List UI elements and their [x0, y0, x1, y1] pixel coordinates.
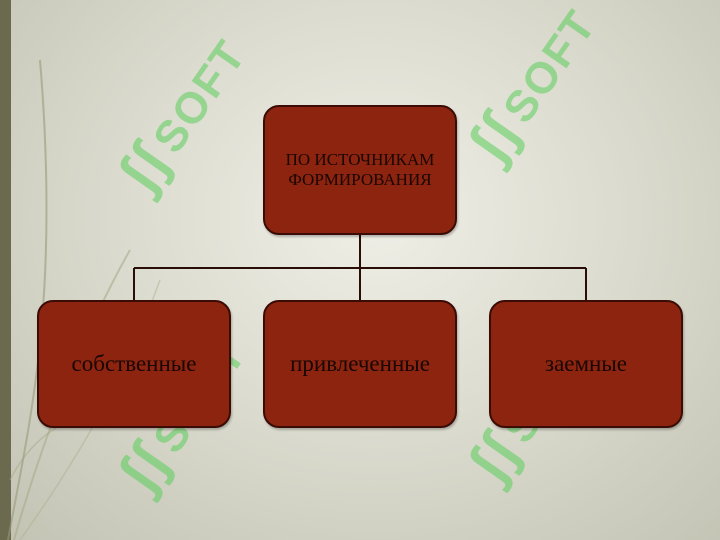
child-node-borrowed: заемные — [489, 300, 683, 428]
child-node-label: привлеченные — [290, 351, 430, 376]
child-node-label: заемные — [544, 351, 628, 376]
child-node-attracted: привлеченные — [263, 300, 457, 428]
slide-left-accent-bar — [0, 0, 11, 540]
root-node-formation-sources: ПО ИСТОЧНИКАМ ФОРМИРОВАНИЯ — [263, 105, 457, 235]
child-node-label: собственные — [71, 351, 197, 376]
root-node-label: ПО ИСТОЧНИКАМ ФОРМИРОВАНИЯ — [285, 150, 435, 189]
child-node-own: собственные — [37, 300, 231, 428]
